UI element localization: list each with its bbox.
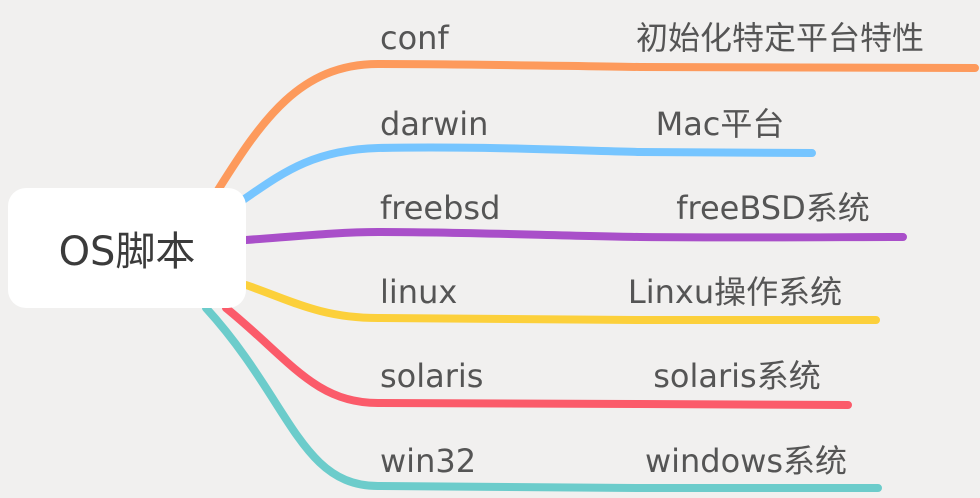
branch-label-darwin[interactable]: darwin [380, 105, 489, 143]
desc-label-linux[interactable]: Linxu操作系统 [627, 273, 843, 311]
branch-label-linux[interactable]: linux [380, 273, 458, 311]
branch-label-win32[interactable]: win32 [380, 442, 477, 480]
desc-label-solaris[interactable]: solaris系统 [653, 357, 821, 395]
branch-line-solaris [222, 304, 852, 409]
branch-line-win32 [202, 304, 882, 492]
desc-label-conf[interactable]: 初始化特定平台特性 [635, 19, 925, 57]
branch-label-freebsd[interactable]: freebsd [380, 189, 501, 227]
branch-line-linux [242, 281, 880, 325]
root-label: OS脚本 [58, 229, 196, 275]
branch-line-freebsd [242, 227, 907, 244]
branch-label-conf[interactable]: conf [380, 19, 449, 57]
root-node[interactable]: OS脚本 [8, 188, 246, 308]
desc-label-freebsd[interactable]: freeBSD系统 [676, 189, 870, 227]
branch-line-darwin [236, 143, 816, 206]
desc-label-win32[interactable]: windows系统 [644, 442, 848, 480]
branch-label-solaris[interactable]: solaris [380, 357, 484, 395]
branch-line-conf [214, 59, 979, 194]
desc-label-darwin[interactable]: Mac平台 [655, 105, 785, 143]
